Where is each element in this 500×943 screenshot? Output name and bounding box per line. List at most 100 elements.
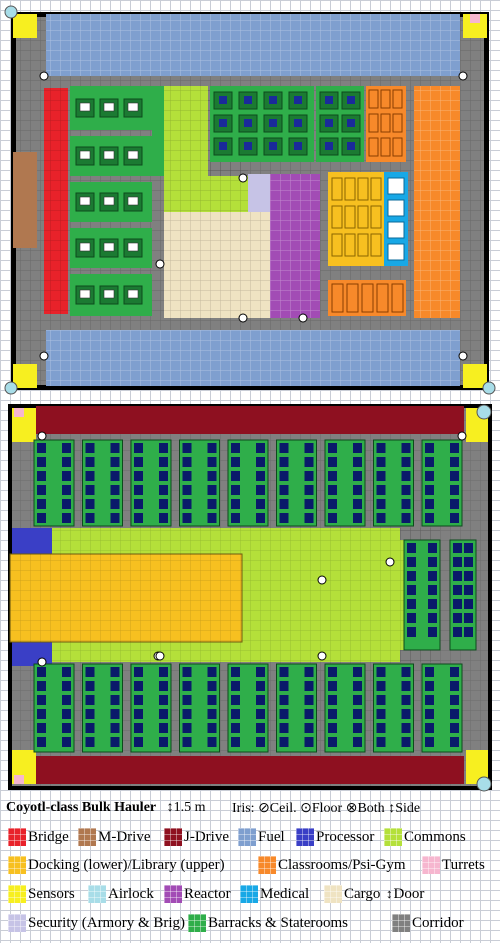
iris-hatch-icon (317, 575, 327, 585)
iris-hatch-icon (385, 557, 395, 567)
legend-airlock: Airlock (88, 883, 154, 905)
upper-deck-plan (4, 5, 496, 395)
bunk-bed-icon (159, 723, 168, 733)
bunk-bed-icon (279, 471, 289, 481)
bunk-bed-icon (279, 681, 289, 691)
bunk-bed-icon (256, 499, 265, 509)
bunk-bed-icon (127, 242, 139, 252)
bunk-bed-icon (328, 457, 337, 467)
bunk-bed-icon (464, 571, 473, 581)
classroom-desk-row (368, 113, 379, 133)
sensor-bottom-right (463, 364, 487, 388)
bunk-bed-icon (231, 499, 240, 509)
bunk-bed-icon (182, 457, 192, 467)
classroom-desk-row (391, 283, 404, 313)
bunk-bed-icon (353, 471, 362, 481)
bunk-bed-icon (207, 513, 217, 523)
bunk-bed-icon (450, 737, 459, 747)
bunk-bed-icon (159, 499, 168, 509)
legend-barracks-label: Barracks & Staterooms (208, 914, 348, 931)
barracks-swatch (188, 914, 206, 932)
iris-hatch-icon (37, 431, 47, 441)
bunk-bed-icon (85, 695, 95, 705)
bunk-bed-icon (464, 613, 473, 623)
bunk-bed-icon (304, 737, 314, 747)
bunk-bed-icon (207, 709, 217, 719)
bunk-bed-icon (219, 119, 227, 127)
classroom-desk-row (361, 283, 374, 313)
bunk-bed-icon (425, 513, 434, 523)
bunk-bed-icon (62, 681, 71, 691)
bunk-bed-icon (37, 737, 46, 747)
iris-hatch-icon (39, 71, 49, 81)
bunk-bed-icon (134, 471, 143, 481)
bunk-bed-icon (325, 142, 333, 150)
bunk-bed-icon (294, 96, 302, 104)
bunk-bed-icon (37, 485, 46, 495)
turret-top-right (470, 14, 480, 23)
bunk-bed-icon (207, 695, 217, 705)
processor-swatch (296, 828, 314, 846)
library-shelf (344, 205, 356, 229)
bunk-bed-icon (207, 485, 217, 495)
bunk-bed-icon (159, 471, 168, 481)
bunk-bed-icon (376, 681, 386, 691)
airlock-top-left (4, 5, 18, 19)
bunk-bed-icon (62, 471, 71, 481)
bunk-bed-icon (279, 443, 289, 453)
bunk-bed-icon (279, 723, 289, 733)
bunk-bed-icon (401, 485, 411, 495)
bunk-bed-icon (110, 681, 120, 691)
bunk-bed-icon (62, 485, 71, 495)
bunk-bed-icon (401, 667, 411, 677)
bunk-bed-icon (328, 667, 337, 677)
iris-hatch-icon (37, 657, 47, 667)
bunk-bed-icon (231, 513, 240, 523)
bunk-bed-icon (182, 695, 192, 705)
iris-hatch-icon (155, 259, 165, 269)
bunk-bed-icon (62, 457, 71, 467)
bunk-bed-icon (256, 513, 265, 523)
bunk-bed-icon (376, 457, 386, 467)
classroom-desk-row (380, 89, 391, 109)
bunk-bed-icon (207, 723, 217, 733)
bunk-bed-icon (353, 709, 362, 719)
legend-docking: Docking (lower)/Library (upper) (8, 854, 225, 876)
bunk-bed-icon (325, 119, 333, 127)
legend-docking-label: Docking (lower)/Library (upper) (28, 856, 225, 873)
iris-hatch-icon (155, 651, 165, 661)
classroom-desk-row (376, 283, 389, 313)
bunk-bed-icon (453, 627, 462, 637)
bunk-bed-icon (294, 119, 302, 127)
legend-door: ↕Door (386, 883, 424, 905)
bunk-bed-icon (376, 667, 386, 677)
bunk-bed-icon (328, 499, 337, 509)
j-drive-top (36, 406, 464, 434)
bunk-bed-icon (450, 471, 459, 481)
bunk-bed-icon (353, 457, 362, 467)
bunk-bed-icon (231, 737, 240, 747)
bunk-bed-icon (85, 723, 95, 733)
bunk-bed-icon (428, 557, 437, 567)
bunk-bed-icon (85, 499, 95, 509)
bunk-bed-icon (256, 667, 265, 677)
bunk-bed-icon (353, 723, 362, 733)
bunk-bed-icon (401, 443, 411, 453)
library-shelf (370, 233, 382, 257)
bunk-bed-icon (134, 695, 143, 705)
bunk-bed-icon (85, 681, 95, 691)
library-upper (328, 172, 384, 266)
bunk-bed-icon (279, 709, 289, 719)
bunk-bed-icon (62, 667, 71, 677)
classroom-desk-row (368, 89, 379, 109)
bunk-bed-icon (103, 150, 115, 160)
bunk-bed-icon (407, 627, 416, 637)
bunk-bed-icon (103, 242, 115, 252)
bunk-bed-icon (159, 667, 168, 677)
legend-turrets-label: Turrets (442, 856, 485, 873)
bunk-bed-icon (347, 96, 355, 104)
plan-title: Coyotl-class Bulk Hauler ↕1.5 m (6, 800, 206, 816)
legend-door-label: Door (393, 885, 425, 902)
legend-bridge: Bridge (8, 826, 69, 848)
